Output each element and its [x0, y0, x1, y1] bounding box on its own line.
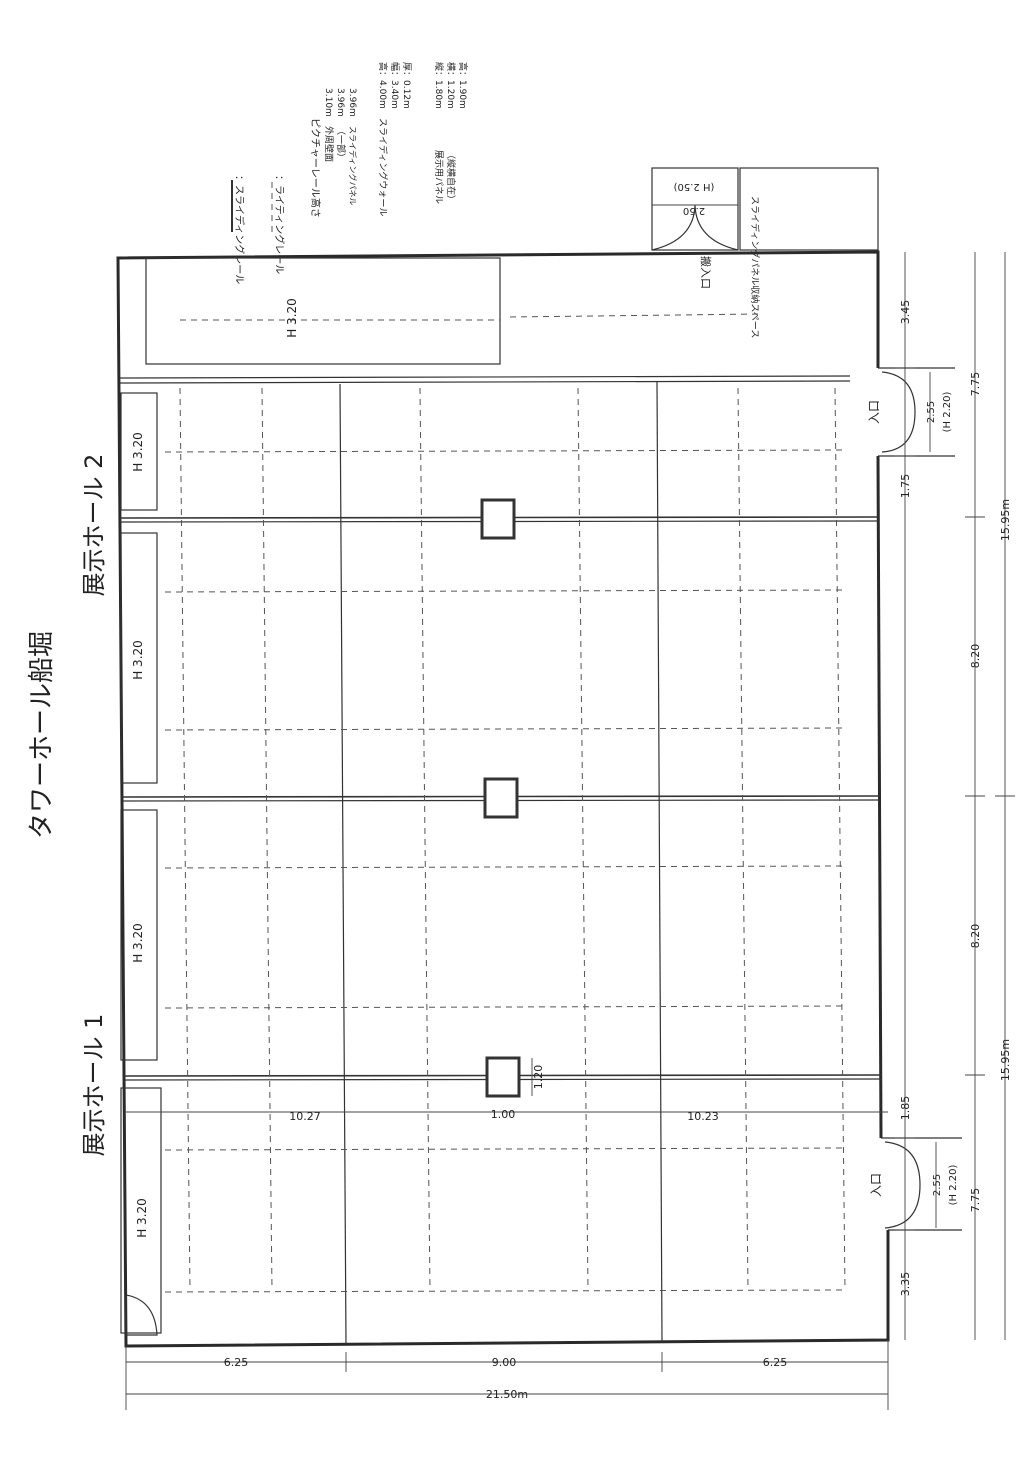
- entrance-upper-width: 2.55: [926, 401, 937, 423]
- dim-right-bottom: 3.35: [899, 1272, 912, 1297]
- sliding-rails: [339, 381, 663, 1345]
- top-alcove: H 3.20: [119, 257, 851, 384]
- dim-right-gap1: 1.75: [899, 474, 912, 499]
- dim-bottom-mid: 9.00: [492, 1356, 517, 1369]
- column-3: [485, 1056, 521, 1098]
- hall2-label: 展示ホール 2: [80, 454, 108, 597]
- dim-right-door-bottom: 7.75: [969, 1188, 982, 1213]
- legend-sw-t: 厚：0.12m: [401, 62, 412, 109]
- right-dimensions: 3.45 1.75 1.85 3.35 7.75 8.20 8.20 7.75 …: [895, 252, 1015, 1340]
- legend-sliding-wall: スライディングウォール: [377, 118, 389, 216]
- top-annex: 2.50 (H 2.50) 搬入口 スライディングパネル収納スペース: [651, 167, 879, 338]
- legend-picture-rail: ピクチャーレール高さ: [309, 118, 322, 218]
- legend-panel-t: 高：1.90m: [457, 62, 469, 109]
- alcove-height-4: H 3.20: [135, 1198, 149, 1238]
- alcove-height-3: H 3.20: [131, 923, 145, 963]
- top-alcove-height: H 3.20: [285, 298, 299, 338]
- entrance-lower-width: 2.55: [932, 1174, 943, 1196]
- dim-column-right: 10.23: [687, 1110, 719, 1123]
- entrance-upper-label: 入口: [867, 400, 881, 424]
- legend-pr-part-val: 3.96m: [335, 88, 345, 117]
- legend-panel-w: 横：1.20m: [445, 62, 457, 109]
- hall1-label: 展示ホール 1: [80, 1014, 108, 1157]
- columns: [480, 498, 521, 1098]
- loading-entrance-label: 搬入口: [699, 256, 713, 289]
- dim-bottom-right: 6.25: [763, 1356, 788, 1369]
- legend-pr-sliding-val: 3.96m: [347, 88, 357, 117]
- outer-walls: [116, 250, 962, 1348]
- legend-pr-part: （一部）: [335, 126, 347, 162]
- entrance-lower: 入口 2.55 (H 2.20): [869, 1141, 959, 1229]
- dim-bottom-total: 21.50m: [486, 1388, 528, 1401]
- legend-sliding-rail: ：スライディングレール: [233, 175, 246, 284]
- dim-column-left: 10.27: [289, 1110, 321, 1123]
- legend-panel-h: 縦：1.80m: [433, 62, 445, 109]
- legend-lighting-rail: ：ライティングレール: [273, 175, 286, 274]
- dim-column-width: 1.00: [491, 1108, 516, 1121]
- entrance-upper: 入口 2.55 (H 2.20): [867, 371, 953, 453]
- alcove-height-2: H 3.20: [131, 640, 145, 680]
- alcove-height-1: H 3.20: [131, 432, 145, 472]
- venue-title: タワーホール船堀: [27, 631, 57, 839]
- bottom-dimensions: 6.25 9.00 6.25 21.50m: [125, 1340, 889, 1410]
- storage-space-label: スライディングパネル収納スペース: [749, 196, 761, 338]
- left-alcoves: H 3.20 H 3.20 H 3.20 H 3.20: [120, 392, 162, 1336]
- legend: ：スライディングレール ：ライティングレール ピクチャーレール高さ 外周壁面 3…: [231, 62, 469, 284]
- legend-pr-outer-val: 3.10m: [323, 88, 333, 117]
- entrance-lower-label: 入口: [869, 1173, 883, 1197]
- column-1: [480, 498, 516, 540]
- legend-pr-sliding: スライディングパネル: [348, 126, 358, 205]
- dim-column-height: 1.20: [532, 1065, 545, 1090]
- loading-entrance-height: (H 2.50): [674, 181, 715, 192]
- lighting-rails: [164, 387, 846, 1293]
- legend-panel-note: （縦横自在）: [445, 150, 457, 204]
- dim-right-total1: 15.95m: [999, 499, 1012, 541]
- dim-bottom-left: 6.25: [224, 1356, 249, 1369]
- entrance-upper-height: (H 2.20): [942, 392, 953, 433]
- legend-pr-outer: 外周壁面: [323, 126, 335, 162]
- loading-entrance-width: 2.50: [683, 205, 705, 216]
- dim-right-gap2: 1.85: [899, 1096, 912, 1121]
- dim-right-top: 3.45: [899, 300, 912, 325]
- column-dimensions: 10.27 10.23 1.00 1.20: [126, 1058, 888, 1123]
- entrance-lower-height: (H 2.20): [948, 1165, 959, 1206]
- legend-sw-h: 高：4.00m: [377, 62, 389, 109]
- legend-panel: 展示用パネル: [433, 150, 444, 204]
- column-2: [483, 777, 519, 819]
- dim-right-mid1: 8.20: [969, 644, 982, 669]
- dim-right-mid2: 8.20: [969, 924, 982, 949]
- dim-right-door-top: 7.75: [969, 372, 982, 397]
- legend-sw-w: 幅：3.40m: [389, 62, 401, 109]
- dim-right-total2: 15.95m: [999, 1039, 1012, 1081]
